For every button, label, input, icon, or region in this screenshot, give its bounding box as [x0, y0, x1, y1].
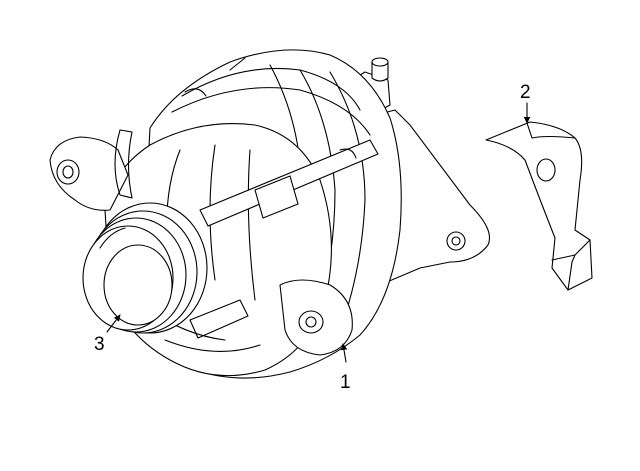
- alternator: [49, 49, 491, 379]
- callout-2-label: 2: [520, 82, 531, 103]
- callout-3: 3: [94, 314, 121, 355]
- alternator-pulley: [82, 202, 208, 334]
- alternator-bracket: [485, 121, 593, 291]
- callout-1: 1: [340, 343, 351, 393]
- callout-3-label: 3: [94, 334, 105, 355]
- callout-1-label: 1: [340, 372, 351, 393]
- callout-2: 2: [520, 82, 531, 124]
